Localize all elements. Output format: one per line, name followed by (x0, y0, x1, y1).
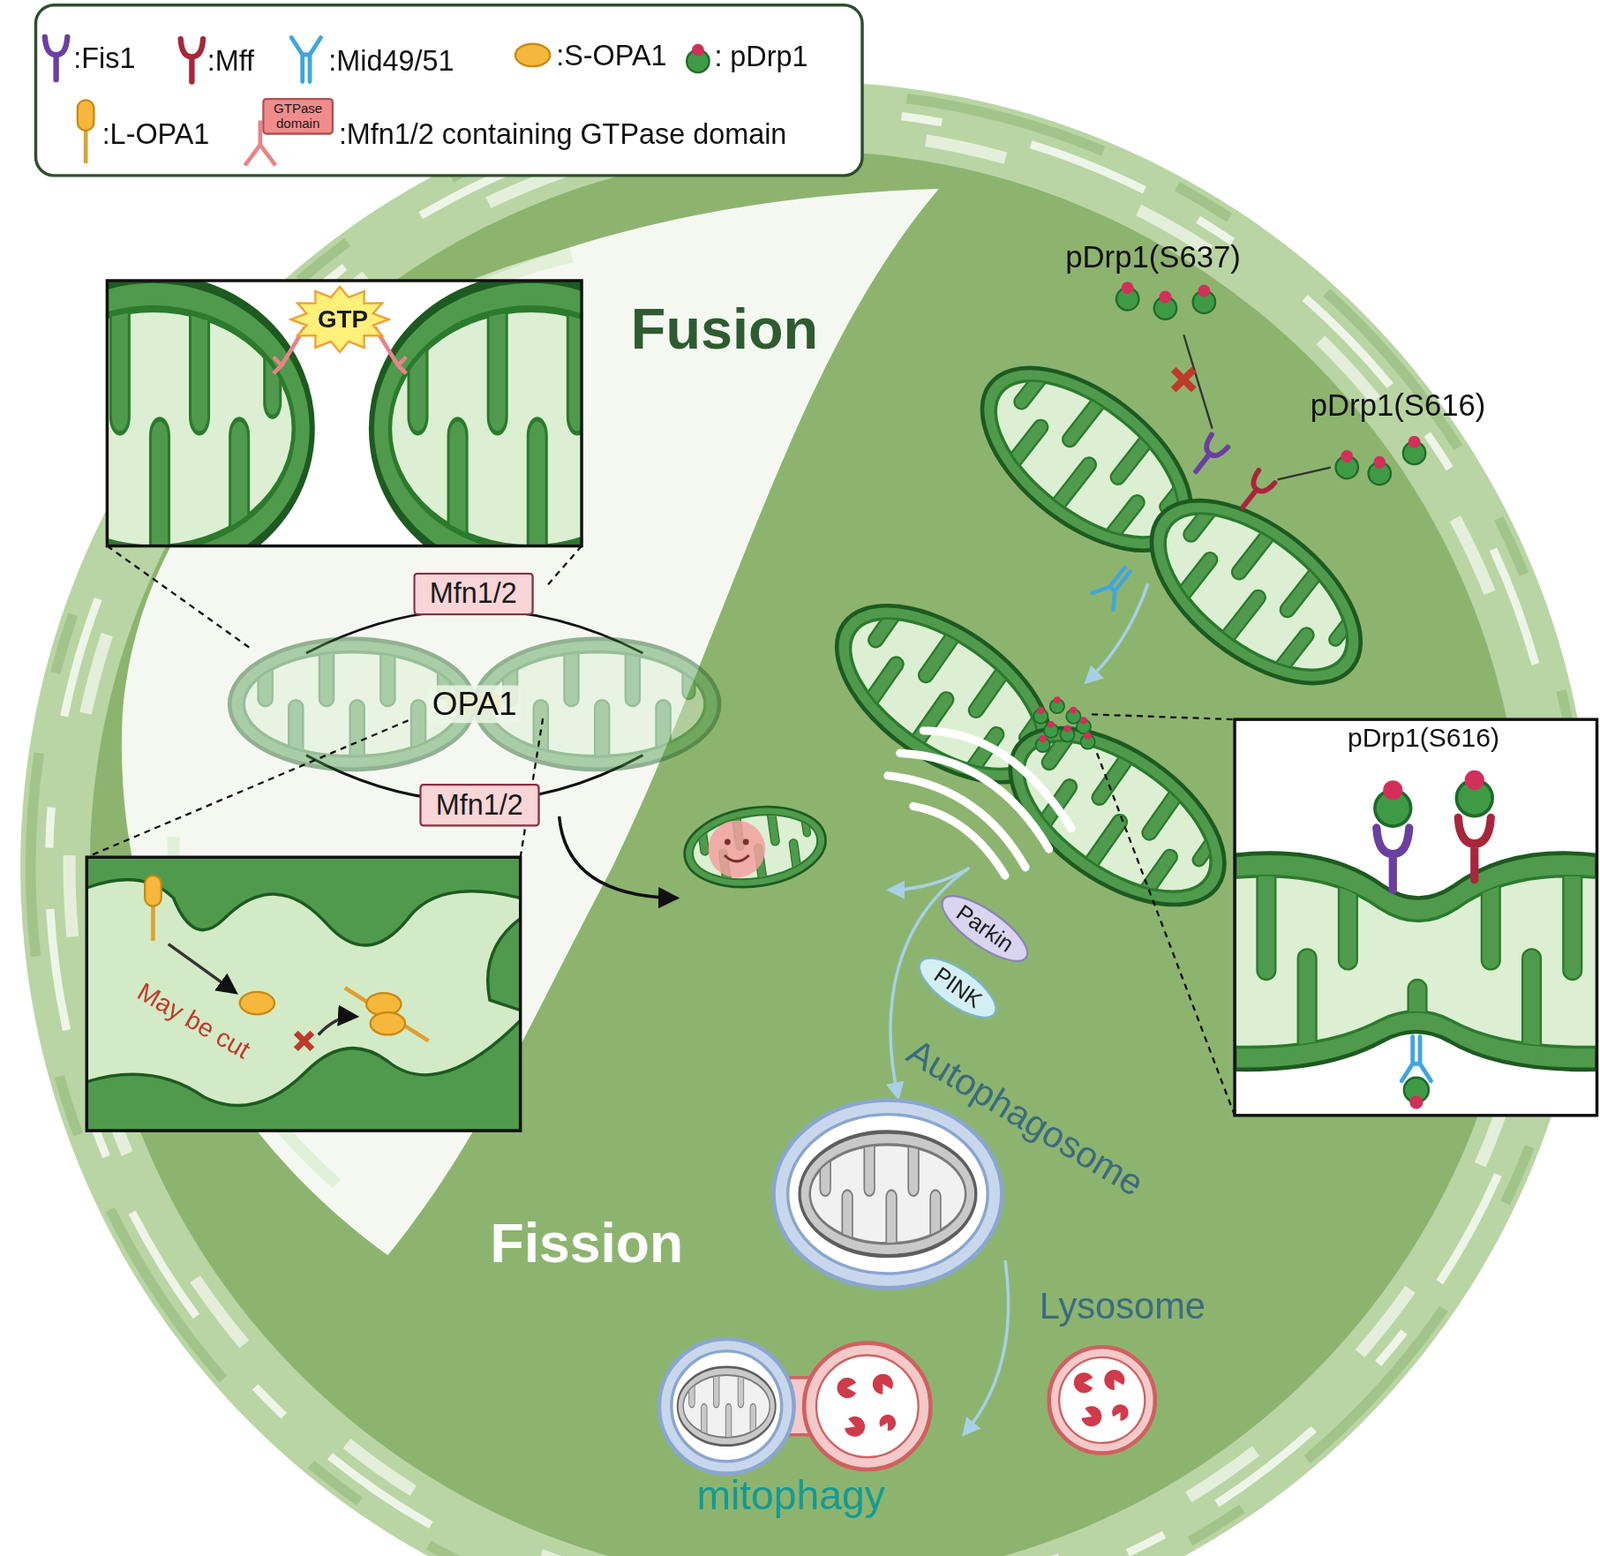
protein-label: OPA1 (428, 685, 521, 724)
drp1-inset (1234, 719, 1597, 1116)
legend-text: :Fis1 (73, 42, 136, 76)
legend-text: : pDrp1 (713, 40, 808, 74)
node-text: Mfn1/2 (429, 577, 518, 610)
legend-box (35, 5, 863, 176)
protein-label: pDrp1(S616) (1310, 388, 1487, 424)
protein-box: Mfn1/2 (419, 783, 540, 827)
legend-text: :Mff (207, 45, 255, 78)
protein-label: pDrp1(S616) (1347, 723, 1500, 755)
healthy-mitochondrion (679, 798, 832, 896)
process-label: mitophagy (696, 1471, 885, 1518)
legend-text: :Mid49/51 (328, 45, 454, 78)
legend-text: :S-OPA1 (555, 39, 667, 73)
legend-text: :Mfn1/2 containing GTPase domain (338, 118, 788, 151)
molecule-label: GTP (317, 305, 369, 334)
opa1-inset (86, 856, 520, 1131)
domain-box: GTPase domain (262, 97, 334, 135)
node-text: Mfn1/2 (435, 788, 524, 822)
protein-box: Mfn1/2 (413, 572, 534, 616)
node-text: GTPase domain (267, 101, 329, 131)
fused-mitochondria (86, 609, 720, 899)
fusion-inset (0, 277, 691, 648)
organelle-label: Lysosome (1039, 1284, 1206, 1328)
legend-text: :L-OPA1 (102, 118, 211, 151)
fission-mitochondrion (950, 281, 1427, 719)
protein-label: pDrp1(S637) (1065, 239, 1241, 275)
er-constriction (805, 570, 1255, 1116)
section-title: Fusion (630, 296, 819, 362)
section-title: Fission (490, 1210, 684, 1275)
